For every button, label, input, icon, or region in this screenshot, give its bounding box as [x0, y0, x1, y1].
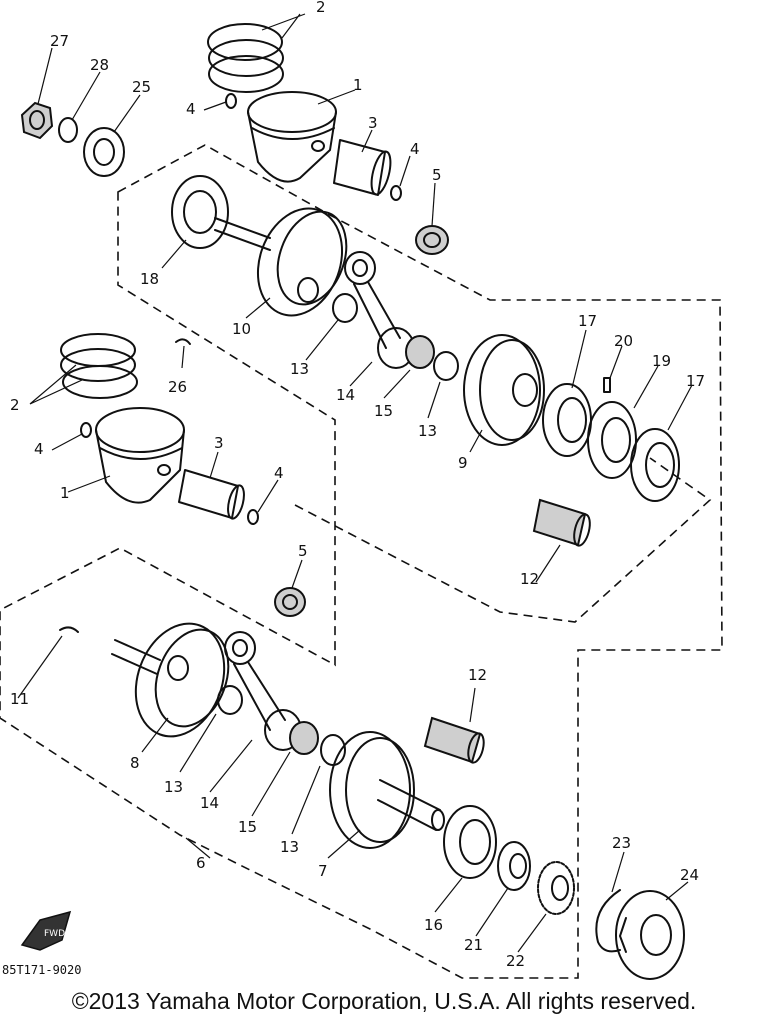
label-1-upper: 1 — [353, 76, 363, 94]
label-20: 20 — [614, 332, 633, 350]
label-28: 28 — [90, 56, 109, 74]
woodruff-key-lower — [59, 626, 79, 633]
label-2-lower: 2 — [10, 396, 20, 414]
label-23: 23 — [612, 834, 631, 852]
clip-lower-left — [80, 422, 92, 438]
label-5-upper: 5 — [432, 166, 442, 184]
label-9: 9 — [458, 454, 468, 472]
label-1-lower: 1 — [60, 484, 70, 502]
label-17-right: 17 — [686, 372, 705, 390]
lower-crank-assembly-boundary — [294, 457, 712, 623]
label-15-lower: 15 — [238, 818, 257, 836]
piston-pin-lower — [178, 469, 245, 520]
piston-rings-lower — [60, 333, 138, 399]
needle-bearing-crankpin-upper — [405, 335, 435, 369]
label-13-lower-b: 13 — [280, 838, 299, 856]
label-14-lower: 14 — [200, 794, 219, 812]
crank-right-lower — [329, 731, 445, 849]
label-15-upper: 15 — [374, 402, 393, 420]
crank-right-upper — [463, 334, 545, 446]
bearing-center-right — [630, 428, 680, 502]
label-14-upper: 14 — [336, 386, 355, 404]
clip-lower-right — [247, 509, 259, 525]
label-7: 7 — [318, 862, 328, 880]
label-4-lower-left: 4 — [34, 440, 44, 458]
washer-upper-right — [433, 351, 459, 381]
woodruff-key-upper — [175, 338, 191, 345]
washer-lower-left — [217, 685, 243, 715]
figure-code: 85T171-9020 — [2, 963, 82, 977]
label-4-lower-right: 4 — [274, 464, 284, 482]
part-labels: 2 1 3 4 4 5 27 28 25 18 10 13 14 15 13 9… — [10, 0, 705, 970]
label-3-lower: 3 — [214, 434, 224, 452]
label-4-upper-right: 4 — [410, 140, 420, 158]
washer-upper-left — [332, 293, 358, 323]
label-16: 16 — [424, 916, 443, 934]
label-19: 19 — [652, 352, 671, 370]
label-22: 22 — [506, 952, 525, 970]
label-6: 6 — [196, 854, 206, 872]
oil-pump-drive — [615, 890, 685, 980]
label-21: 21 — [464, 936, 483, 954]
label-18: 18 — [140, 270, 159, 288]
label-24: 24 — [680, 866, 699, 884]
crank-left-lower — [111, 622, 230, 738]
clip-upper-right — [390, 185, 402, 201]
crank-pin-upper — [532, 498, 591, 547]
piston-upper — [247, 91, 337, 183]
label-13-lower-a: 13 — [164, 778, 183, 796]
label-13-upper-a: 13 — [290, 360, 309, 378]
needle-bearing-crankpin-lower — [289, 721, 319, 755]
labyrinth-seal — [587, 401, 637, 479]
label-13-upper-b: 13 — [418, 422, 437, 440]
upper-crank-assembly-boundary — [0, 144, 723, 979]
label-8: 8 — [130, 754, 140, 772]
label-10: 10 — [232, 320, 251, 338]
bearing-center-left — [542, 383, 592, 457]
label-3-upper: 3 — [368, 114, 378, 132]
crank-left-upper — [214, 207, 348, 317]
clip-upper-left — [225, 93, 237, 109]
label-12-lower: 12 — [468, 666, 487, 684]
piston-pin-upper — [333, 139, 392, 196]
label-25: 25 — [132, 78, 151, 96]
forward-arrow-icon: FWD — [20, 910, 72, 951]
needle-bearing-upper — [415, 225, 449, 255]
leader-lines — [17, 13, 693, 953]
piston-lower — [95, 407, 185, 504]
lock-washer — [58, 117, 78, 143]
crank-pin-lower — [423, 716, 485, 764]
bearing-lower-right — [443, 805, 497, 879]
label-17-left: 17 — [578, 312, 597, 330]
svg-text:FWD: FWD — [44, 929, 65, 939]
piston-rings-upper — [207, 23, 284, 93]
dowel-pin — [603, 377, 611, 393]
label-27: 27 — [50, 32, 69, 50]
bearing-upper-left — [171, 175, 229, 249]
sprocket — [537, 861, 575, 915]
connecting-rod-lower — [224, 631, 302, 751]
copyright-notice: ©2013 Yamaha Motor Corporation, U.S.A. A… — [71, 988, 697, 1014]
label-4-upper-left: 4 — [186, 100, 196, 118]
label-12-upper: 12 — [520, 570, 539, 588]
circlip — [595, 889, 621, 953]
label-26: 26 — [168, 378, 187, 396]
connecting-rod-upper — [344, 251, 415, 369]
needle-bearing-lower — [274, 587, 306, 617]
nut — [20, 101, 54, 140]
label-5-lower: 5 — [298, 542, 308, 560]
label-11: 11 — [10, 690, 29, 708]
crankshaft-piston-exploded-diagram: FWD — [0, 0, 723, 980]
collar — [497, 841, 531, 891]
oil-seal-upper — [83, 127, 125, 177]
label-2-upper: 2 — [316, 0, 326, 16]
